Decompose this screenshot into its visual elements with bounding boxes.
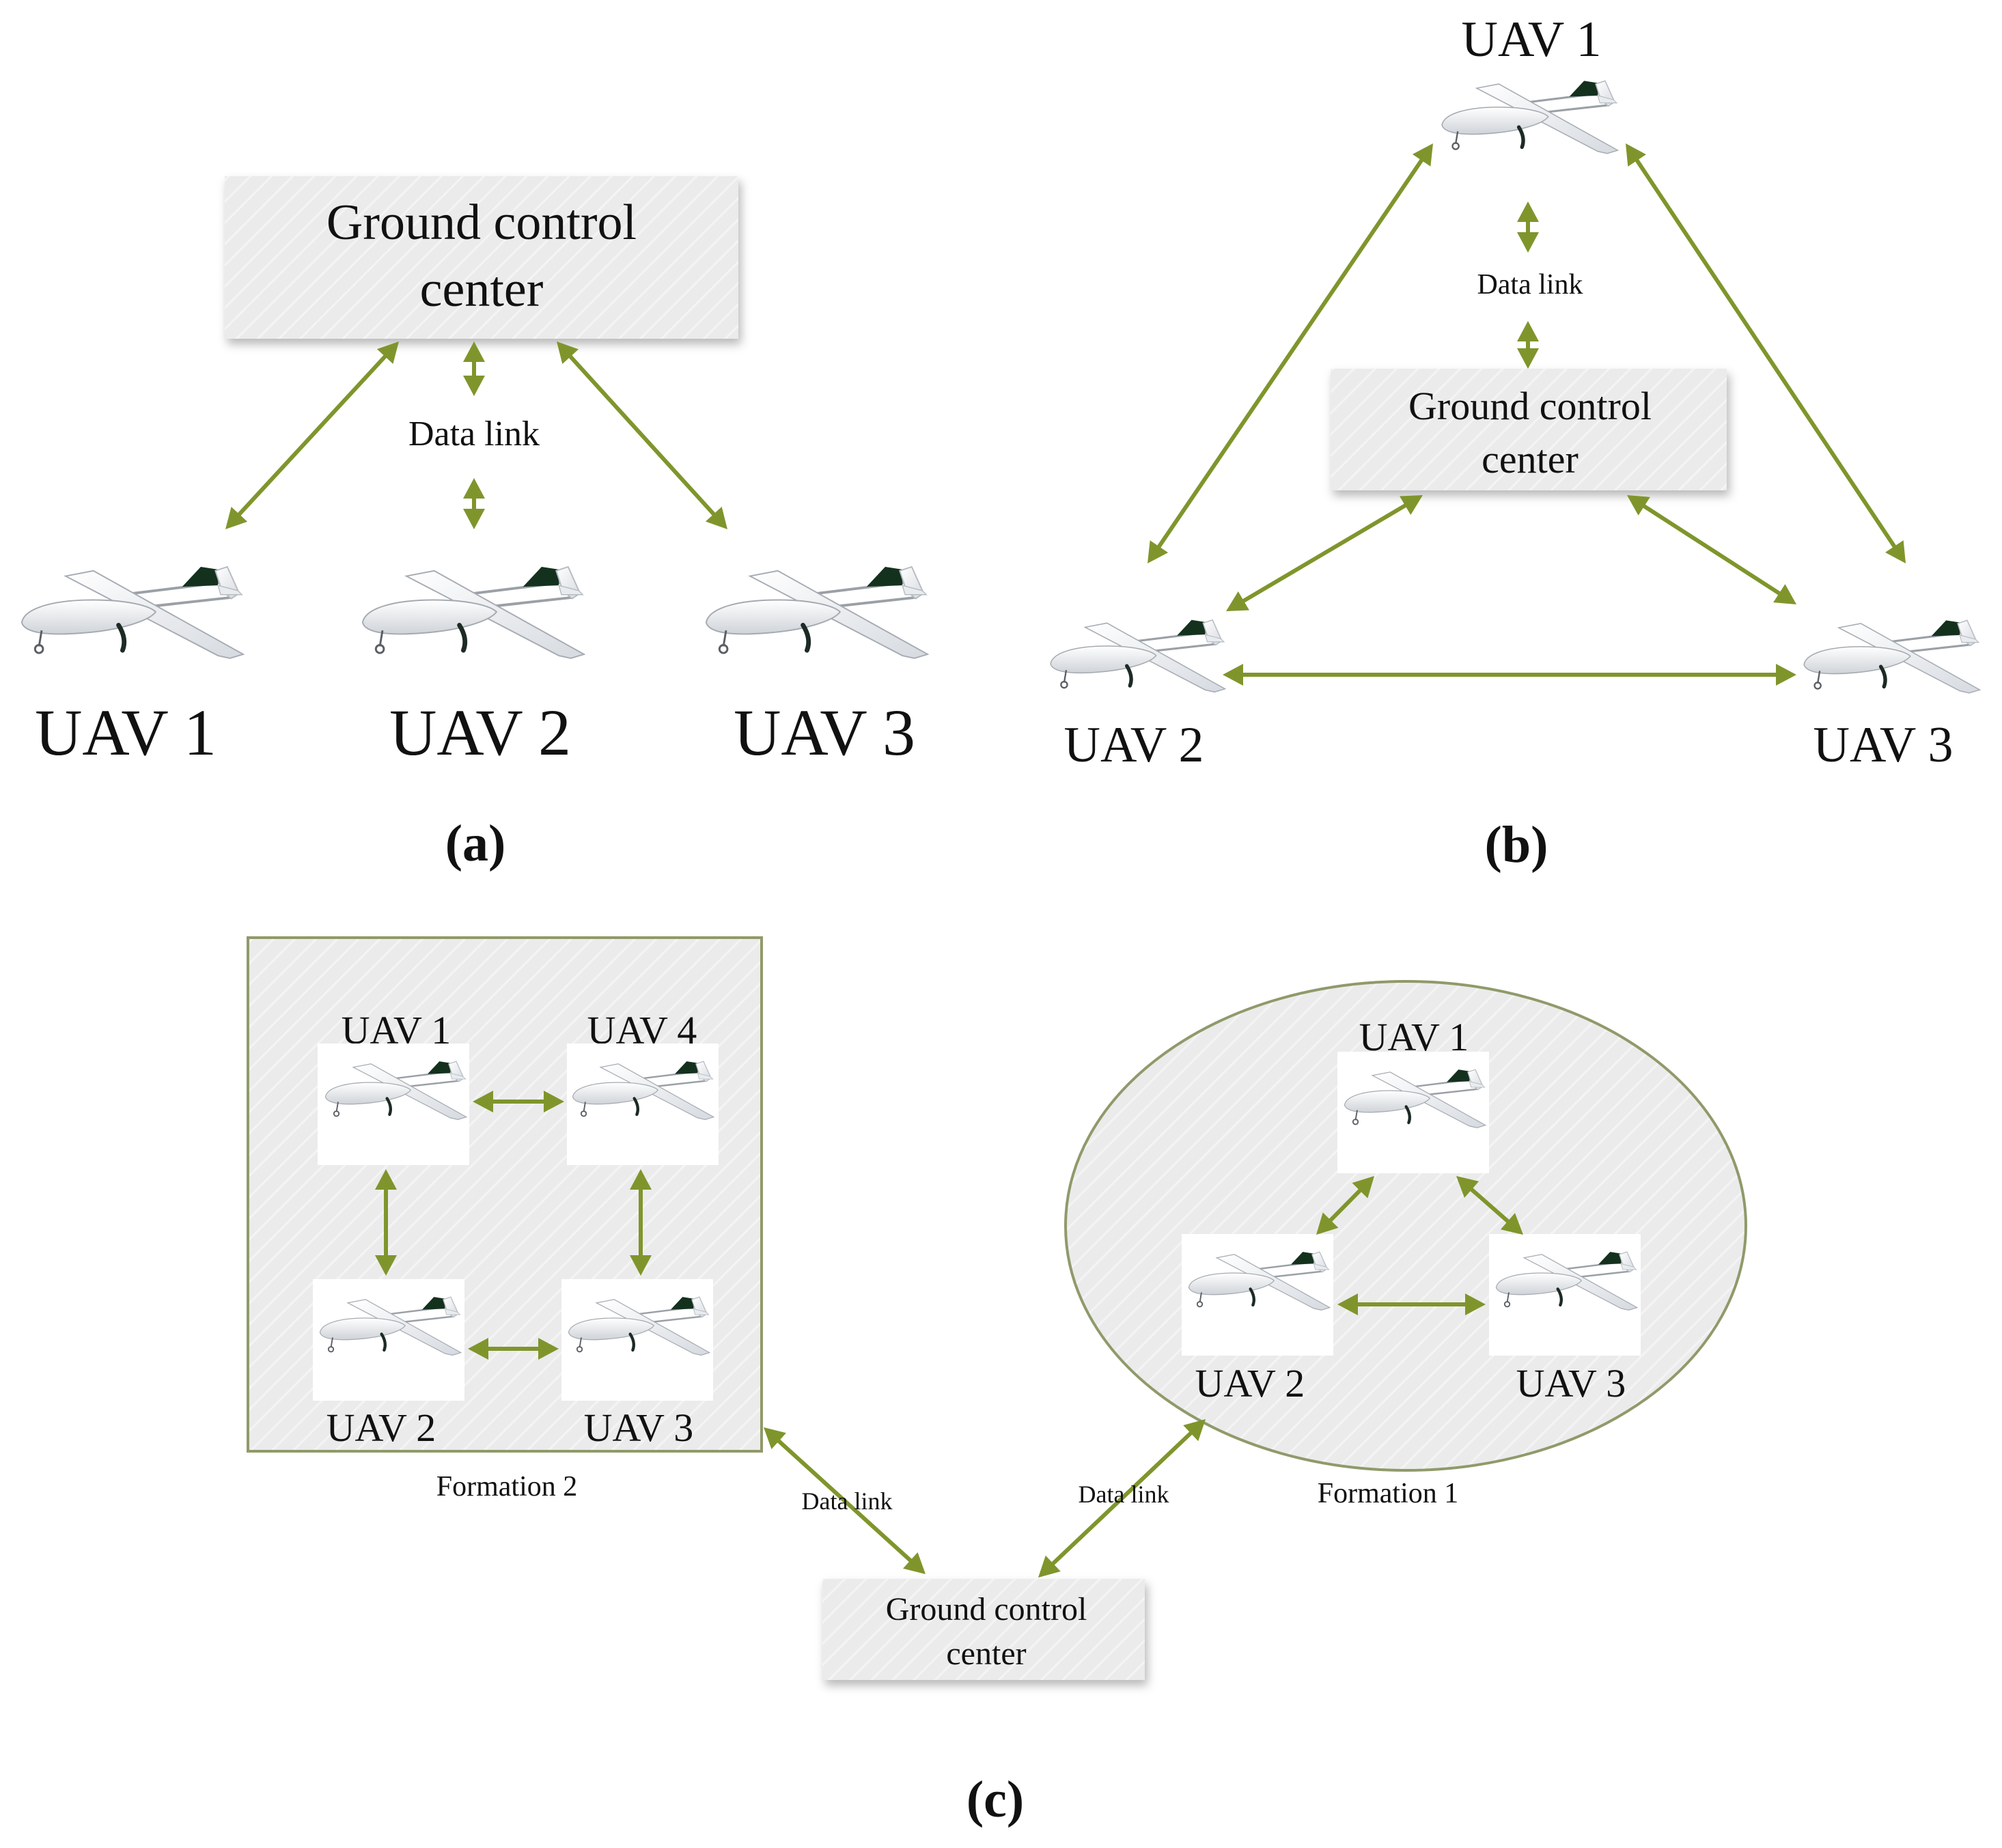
uav-drone-icon <box>363 567 584 658</box>
uav-tile <box>561 1279 713 1401</box>
uav-label: UAV 1 <box>1462 12 1602 68</box>
arrowhead <box>473 1091 493 1112</box>
uav-tile <box>1489 1234 1641 1356</box>
arrowhead <box>1352 1176 1374 1199</box>
uav-label: UAV 3 <box>584 1405 694 1450</box>
uav-label: UAV 2 <box>389 696 571 769</box>
panel-caption: (a) <box>445 815 506 872</box>
arrowhead <box>1776 664 1796 686</box>
arrowhead <box>1226 591 1249 611</box>
panel-caption: (c) <box>967 1771 1024 1828</box>
arrowhead <box>538 1338 559 1360</box>
ground-control-box <box>1331 369 1727 490</box>
arrowhead <box>463 478 485 499</box>
uav-label: UAV 1 <box>35 696 217 769</box>
arrowhead <box>1400 495 1423 516</box>
panel-a: Ground control center Data link UAV 1 UA… <box>22 176 928 872</box>
arrowhead <box>1517 321 1539 341</box>
arrowhead <box>463 376 485 396</box>
arrowhead <box>903 1552 926 1574</box>
data-link-label: Data link <box>802 1487 893 1515</box>
ground-control-box <box>225 176 738 339</box>
arrowhead <box>468 1338 488 1360</box>
ground-control-label: Ground control <box>1408 384 1652 428</box>
uav-label: UAV 2 <box>326 1405 436 1450</box>
arrowhead <box>225 507 248 529</box>
arrowhead <box>375 1169 397 1190</box>
uav-drone-icon <box>706 567 928 658</box>
arrowhead <box>1038 1555 1061 1578</box>
arrowhead <box>1316 1212 1339 1235</box>
arrowhead <box>1183 1419 1206 1442</box>
uav-tile <box>1182 1234 1333 1356</box>
uav-label: UAV 3 <box>1813 717 1954 773</box>
link-arrow <box>1467 1185 1512 1226</box>
arrowhead <box>1148 540 1169 563</box>
data-link-label: Data link <box>408 415 540 453</box>
uav-label: UAV 3 <box>1516 1361 1626 1405</box>
link-arrow <box>1239 501 1410 605</box>
link-arrow <box>774 1436 915 1565</box>
formation-label: Formation 2 <box>436 1471 578 1502</box>
formation-label: Formation 1 <box>1318 1478 1459 1509</box>
uav-label: UAV 2 <box>1195 1361 1305 1405</box>
arrowhead <box>630 1255 652 1276</box>
uav-drone-icon <box>22 567 243 658</box>
uav-drone-icon <box>1804 620 1979 692</box>
ground-control-box <box>822 1579 1145 1680</box>
data-link-label: Data link <box>1477 269 1583 300</box>
uav-label: UAV 2 <box>1064 717 1204 773</box>
link-arrow <box>235 352 389 519</box>
uav-tile <box>1337 1052 1489 1173</box>
link-arrow <box>1155 156 1426 551</box>
arrowhead <box>1517 232 1539 253</box>
uav-label: UAV 3 <box>734 696 915 769</box>
arrowhead <box>544 1091 564 1112</box>
ground-control-label: center <box>420 262 544 318</box>
uav-drone-icon <box>1442 81 1617 153</box>
arrowhead <box>1223 664 1243 686</box>
data-link-label: Data link <box>1079 1481 1169 1508</box>
arrowhead <box>1412 143 1433 167</box>
arrowhead <box>1456 1176 1479 1198</box>
link-arrow <box>566 352 719 519</box>
arrowhead <box>1627 495 1650 516</box>
arrowhead <box>463 509 485 529</box>
link-arrow <box>1632 156 1899 551</box>
arrowhead <box>375 1255 397 1276</box>
arrowhead <box>1500 1213 1523 1235</box>
arrowhead <box>630 1169 652 1190</box>
panel-c: UAV 1 UAV 4 UAV 2 UAV 3 Formation 2 UAV … <box>247 936 1747 1828</box>
arrowhead <box>1517 348 1539 369</box>
link-arrow <box>1639 502 1784 598</box>
arrowhead <box>463 341 485 362</box>
arrowhead <box>705 507 727 529</box>
arrowhead <box>1773 584 1796 604</box>
ground-control-label: center <box>946 1636 1026 1672</box>
uav-drone-icon <box>1051 620 1225 692</box>
ground-control-label: Ground control <box>886 1591 1087 1627</box>
panel-b: UAV 1 Data link Ground control center UA… <box>1051 12 1979 873</box>
ground-control-label: Ground control <box>326 195 637 251</box>
panel-caption: (b) <box>1485 816 1548 873</box>
arrowhead <box>376 341 399 364</box>
uav-tile <box>318 1044 469 1165</box>
arrowhead <box>1465 1293 1486 1315</box>
uav-tile <box>313 1279 464 1401</box>
arrowhead <box>1885 540 1906 563</box>
arrowhead <box>1626 143 1646 167</box>
arrowhead <box>1517 201 1539 222</box>
ground-control-label: center <box>1482 437 1579 481</box>
arrowhead <box>557 341 579 364</box>
arrowhead <box>764 1427 786 1450</box>
link-arrow <box>1048 1429 1195 1568</box>
link-arrow <box>1326 1186 1365 1225</box>
arrowhead <box>1337 1293 1358 1315</box>
